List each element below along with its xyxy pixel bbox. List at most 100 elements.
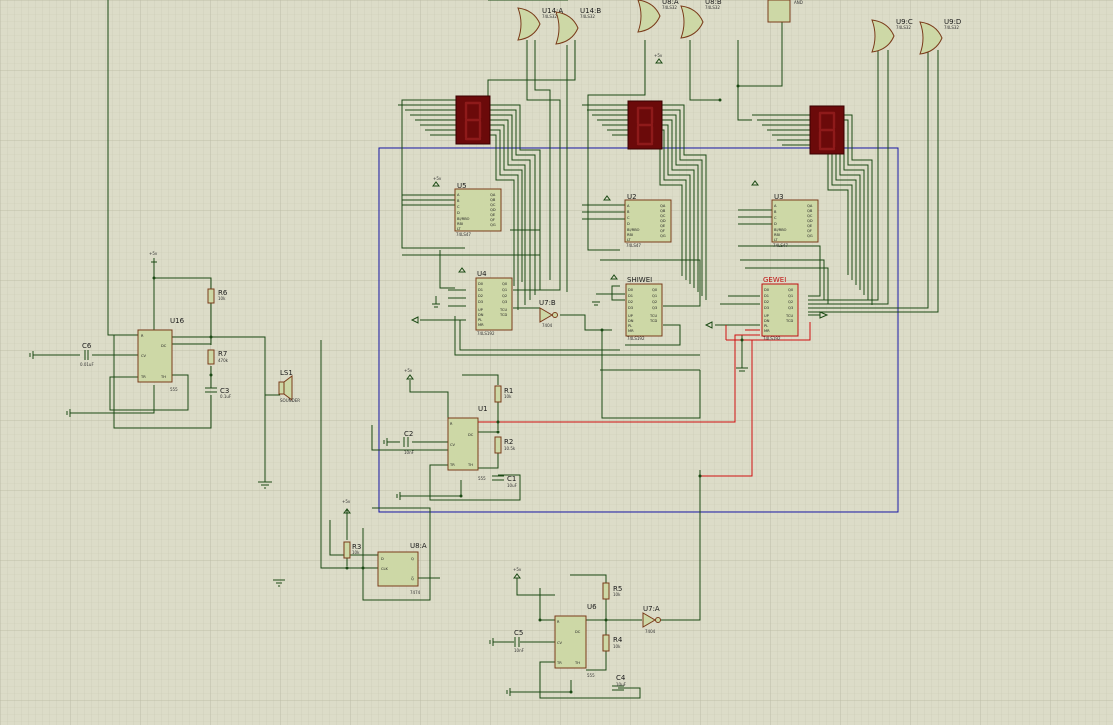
flipflop-U8A[interactable]: U8:A 7474 D CLK Q Q̅ <box>377 542 427 595</box>
svg-text:555: 555 <box>587 673 595 678</box>
svg-text:Q1: Q1 <box>652 294 657 298</box>
svg-text:74LS32: 74LS32 <box>662 5 677 10</box>
decoder-U5[interactable]: U5 74LS47 A B C D BI/RBO RBI LT QA QB QC… <box>454 182 502 237</box>
counter-SHIWEI[interactable]: SHIWEI 74LS192 D0 D1 D2 D3 UP DN PL MR Q… <box>625 276 663 341</box>
resistor-R5[interactable]: R5 10k <box>602 582 622 600</box>
or-gate-U14A[interactable]: U14:A 74LS32 <box>517 7 563 41</box>
counter-U4[interactable]: U4 74LS192 D0 D1 D2 D3 UP DN PL MR Q0 Q1… <box>475 270 513 336</box>
svg-text:QC: QC <box>660 214 666 218</box>
svg-text:74LS192: 74LS192 <box>763 336 781 341</box>
svg-text:+5v: +5v <box>342 499 351 504</box>
svg-text:7404: 7404 <box>542 323 553 328</box>
or-gate-U14B[interactable]: U14:B 74LS32 <box>555 7 601 45</box>
svg-text:U3: U3 <box>774 193 784 201</box>
svg-text:TCU: TCU <box>499 308 507 312</box>
svg-text:UP: UP <box>628 314 634 318</box>
svg-text:Q̅: Q̅ <box>411 576 414 581</box>
decoder-U3[interactable]: U3 74LS47 A B C D BI/RBO RBI LT QA QB QC… <box>771 193 819 248</box>
svg-text:DN: DN <box>478 313 484 317</box>
capacitor-C6[interactable]: C6 0.01uF <box>80 342 94 367</box>
svg-text:+5v: +5v <box>654 53 663 58</box>
svg-text:A: A <box>457 193 460 197</box>
seven-seg-display-2 <box>627 100 663 150</box>
capacitor-C2[interactable]: C2 10nF <box>403 430 415 455</box>
svg-text:Q0: Q0 <box>652 288 658 292</box>
svg-text:+5v: +5v <box>513 567 522 572</box>
svg-text:A: A <box>627 204 630 208</box>
inverter-U7B[interactable]: U7:B 7404 <box>539 299 558 328</box>
timer-U6[interactable]: U6 555 R DC CV TR TH <box>554 603 597 678</box>
timer-U1[interactable]: U1 555 R DC CV TR TH <box>447 405 488 481</box>
decoder-U2[interactable]: U2 74LS47 A B C D BI/RBO RBI LT QA QB QC… <box>624 193 672 248</box>
svg-text:LT: LT <box>627 238 632 242</box>
svg-text:U8:A: U8:A <box>662 0 679 6</box>
red-wires <box>478 322 811 477</box>
svg-text:74LS32: 74LS32 <box>944 25 959 30</box>
svg-text:R: R <box>141 334 144 338</box>
svg-text:TCD: TCD <box>649 319 657 323</box>
svg-text:10k: 10k <box>613 592 621 597</box>
svg-text:R: R <box>450 422 453 426</box>
svg-text:DC: DC <box>161 344 167 348</box>
svg-text:10k: 10k <box>613 644 621 649</box>
capacitor-C5[interactable]: C5 10nF <box>514 629 525 653</box>
svg-text:D: D <box>381 557 384 561</box>
resistor-R2[interactable]: R2 10.5k <box>494 436 516 454</box>
or-gate-U9D[interactable]: U9:D 74LS32 <box>919 18 961 55</box>
svg-text:QA: QA <box>660 204 666 208</box>
capacitor-C3[interactable]: C3 0.1uF <box>205 387 232 399</box>
svg-text:D1: D1 <box>764 294 769 298</box>
speaker-LS1[interactable]: LS1 SOUNDER <box>278 369 300 403</box>
svg-text:C2: C2 <box>404 430 413 438</box>
counter-GEWEI[interactable]: GEWEI 74LS192 D0 D1 D2 D3 UP DN PL MR Q0… <box>761 276 799 341</box>
svg-text:74LS32: 74LS32 <box>705 5 720 10</box>
svg-text:CV: CV <box>141 354 147 358</box>
svg-text:74LS47: 74LS47 <box>456 232 471 237</box>
resistor-R3[interactable]: R3 10k <box>343 541 361 559</box>
svg-text:AND: AND <box>794 0 803 5</box>
svg-text:7474: 7474 <box>410 590 421 595</box>
svg-text:BI/RBO: BI/RBO <box>627 228 640 232</box>
or-gate-U9C[interactable]: U9:C 74LS32 <box>871 18 913 53</box>
svg-text:D3: D3 <box>764 306 769 310</box>
svg-text:U2: U2 <box>627 193 637 201</box>
ground-symbols <box>29 301 748 696</box>
or-gate-U8B[interactable]: U8:B 74LS32 <box>680 0 722 39</box>
resistor-R1[interactable]: R1 10k <box>494 385 513 403</box>
capacitor-C4[interactable]: C4 10uF <box>612 674 627 691</box>
resistor-R6[interactable]: R6 10k <box>207 288 228 304</box>
svg-text:Q3: Q3 <box>502 300 507 304</box>
resistor-R4[interactable]: R4 10k <box>602 634 623 652</box>
svg-text:PL: PL <box>478 318 482 322</box>
svg-text:CV: CV <box>557 641 563 645</box>
svg-text:Q1: Q1 <box>502 288 507 292</box>
svg-text:Q3: Q3 <box>652 306 657 310</box>
svg-text:R4: R4 <box>613 636 623 644</box>
svg-text:U14:B: U14:B <box>580 7 601 15</box>
svg-text:D: D <box>774 222 777 226</box>
or-gate-U8A[interactable]: U8:A 74LS32 <box>637 0 679 33</box>
svg-text:Q0: Q0 <box>502 282 508 286</box>
and-gate-top[interactable]: AND <box>767 0 803 23</box>
svg-text:A: A <box>774 204 777 208</box>
svg-text:RBI: RBI <box>627 233 633 237</box>
svg-text:7404: 7404 <box>645 629 656 634</box>
svg-text:MR: MR <box>628 329 634 333</box>
svg-text:Q2: Q2 <box>502 294 507 298</box>
timer-U16[interactable]: U16 555 R DC CV TR TH <box>137 317 185 392</box>
svg-text:D: D <box>627 222 630 226</box>
svg-text:10k: 10k <box>352 550 360 555</box>
svg-text:QD: QD <box>660 219 666 223</box>
svg-text:QE: QE <box>490 213 496 217</box>
resistor-R7[interactable]: R7 470k <box>207 349 229 365</box>
svg-text:74LS192: 74LS192 <box>627 336 645 341</box>
capacitor-C1[interactable]: C1 10uF <box>492 475 518 488</box>
svg-text:DN: DN <box>628 319 634 323</box>
svg-text:U6: U6 <box>587 603 597 611</box>
inverter-U7A[interactable]: U7:A 7404 <box>642 605 661 634</box>
svg-text:QB: QB <box>807 209 813 213</box>
svg-text:U9:C: U9:C <box>896 18 913 26</box>
svg-text:QC: QC <box>807 214 813 218</box>
svg-text:PL: PL <box>764 324 768 328</box>
